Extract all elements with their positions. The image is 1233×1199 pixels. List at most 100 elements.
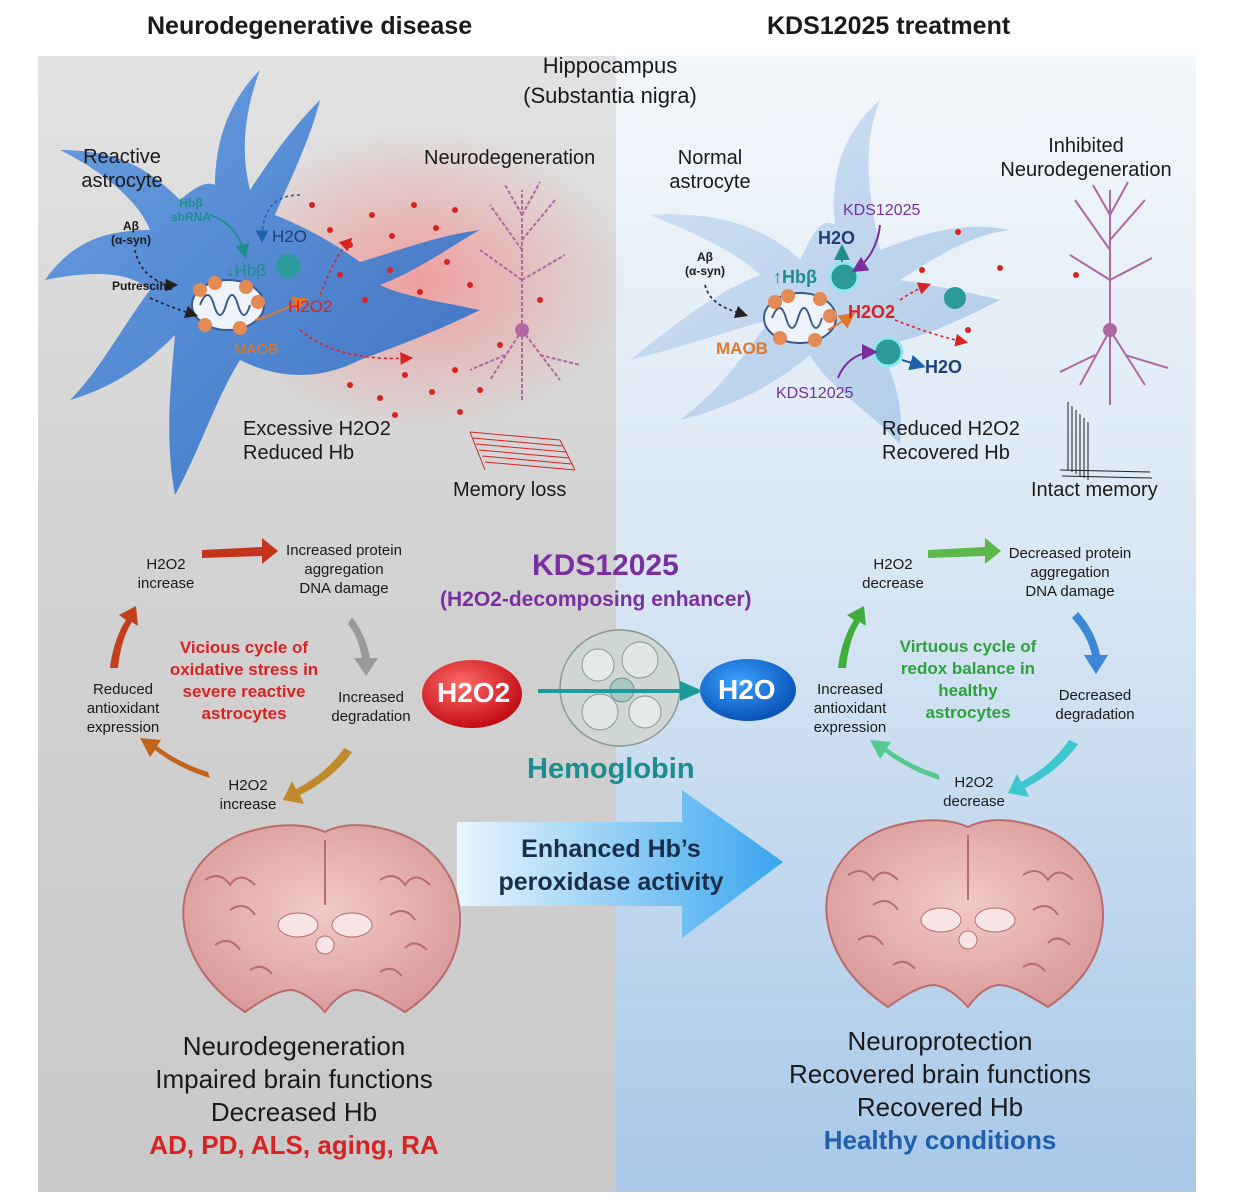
cycle-left-increased-degradation: Increased degradation: [326, 688, 416, 726]
region-label: Hippocampus (Substantia nigra): [510, 51, 710, 111]
abeta-arrow: [134, 249, 179, 292]
cr-r-2: degradation: [1055, 706, 1135, 723]
h2o-ball: [700, 659, 796, 721]
normal-line-1: Normal: [677, 147, 743, 169]
kds-arrow-top: [851, 224, 881, 273]
h2o-ball-label: H2O: [718, 674, 776, 705]
normal-line-2: astrocyte: [669, 171, 751, 193]
hemoglobin-label: Hemoglobin: [527, 753, 695, 785]
cl-r-2: degradation: [331, 708, 411, 725]
cycle-right-protein-aggregation: Decreased protein aggregation DNA damage: [998, 544, 1142, 601]
cr-l-1: Increased: [817, 681, 883, 698]
mitochondrion-left: [191, 276, 265, 335]
neurodegeneration-label: Neurodegeneration: [424, 147, 596, 169]
intact-memory-trace: [1059, 402, 1153, 480]
right-title: KDS12025 treatment: [767, 12, 1011, 40]
h2o-dotted-arrow: [255, 194, 301, 244]
cycle-left-h2o2-increase-bottom: H2O2 increase: [210, 776, 286, 814]
vicious-line-2: oxidative stress in: [169, 660, 319, 679]
h2o-label-right: H2O: [925, 357, 963, 377]
inhibited-line-2: Neurodegeneration: [1000, 159, 1172, 181]
cl-b-1: H2O2: [228, 777, 268, 794]
brain-left: [182, 824, 461, 1014]
asyn-text-right: (α-syn): [684, 264, 726, 278]
recovered-hb-line: Recovered Hb: [882, 442, 1010, 464]
excessive-h2o2-label: Excessive H2O2 Reduced Hb: [243, 417, 391, 465]
left-outcome-1: Neurodegeneration: [182, 1031, 406, 1061]
hbb-up-label: ↑Hbβ: [773, 267, 817, 287]
hbb-down-label: ↓Hbβ: [226, 261, 267, 280]
abeta-text-right: Aβ: [697, 250, 713, 264]
reactive-astrocyte-label: Reactive astrocyte: [72, 145, 172, 193]
abeta-label-right: Aβ (α-syn): [680, 250, 730, 278]
reduced-h2o2-line: Reduced H2O2: [882, 418, 1020, 440]
h2o2-dots-right: [919, 229, 1079, 333]
hemoglobin-icon-right-1: [828, 261, 860, 293]
maob-arrow-right: [827, 312, 856, 331]
maob-h2o2-arrow: [254, 296, 309, 321]
h2o2-out-arrow-1: [319, 237, 353, 296]
memory-loss-trace: [469, 431, 576, 471]
virtuous-cycle-arrows: [838, 538, 1108, 797]
inhibited-neurodegeneration-label: Inhibited Neurodegeneration: [998, 134, 1174, 182]
kds-main-label: KDS12025: [532, 549, 679, 582]
kds-subtitle: (H2O2-decomposing enhancer): [440, 588, 752, 611]
memory-loss-label: Memory loss: [453, 479, 567, 501]
hbb-shrna-line-1: Hbβ: [179, 196, 203, 210]
cl-b-2: increase: [219, 796, 277, 813]
cr-tl-2: decrease: [862, 575, 924, 592]
cycle-left-reduced-antioxidant: Reduced antioxidant expression: [80, 680, 166, 737]
normal-astrocyte-label: Normal astrocyte: [660, 146, 760, 194]
h2o2-dots-left: [309, 202, 543, 418]
hbb-shrna-label: Hbβ shRNA: [168, 196, 214, 224]
h2o-right-arrow: [901, 354, 926, 371]
cr-tr-2: aggregation: [1030, 564, 1110, 581]
cl-l-3: expression: [86, 719, 160, 736]
cr-tl-1: H2O2: [873, 556, 913, 573]
neuron-soma-right: [1103, 323, 1117, 337]
cr-tr-1: Decreased protein: [1008, 545, 1132, 562]
abeta-arrow-right: [704, 284, 749, 319]
virtuous-line-4: astrocytes: [925, 703, 1011, 722]
right-outcome-healthy: Healthy conditions: [823, 1125, 1057, 1155]
intact-memory-label: Intact memory: [1031, 479, 1158, 501]
cl-r-1: Increased: [338, 689, 404, 706]
region-line-2: (Substantia nigra): [523, 83, 697, 108]
h2o2-label-left: H2O2: [288, 297, 333, 316]
cr-l-2: antioxidant: [813, 700, 887, 717]
cycle-left-protein-aggregation: Increased protein aggregation DNA damage: [276, 541, 412, 598]
virtuous-line-2: redox balance in: [900, 659, 1036, 678]
putrescine-arrow: [149, 297, 199, 319]
cl-tl-1: H2O2: [146, 556, 186, 573]
h2o-label-top-right: H2O: [818, 228, 856, 248]
virtuous-cycle-label: Virtuous cycle of redox balance in healt…: [884, 636, 1052, 724]
kds-label-bottom: KDS12025: [776, 385, 854, 402]
h2o-label-left: H2O: [272, 227, 307, 246]
excessive-line: Excessive H2O2: [243, 418, 391, 440]
hemoglobin-icon-right-2: [872, 336, 904, 368]
vicious-line-1: Vicious cycle of: [179, 638, 309, 657]
cycle-left-h2o2-increase-top: H2O2 increase: [128, 555, 204, 593]
cl-l-1: Reduced: [92, 681, 154, 698]
right-outcome-block: Neuroprotection Recovered brain function…: [772, 1025, 1108, 1157]
cr-b-2: decrease: [943, 793, 1005, 810]
h2o2-ball-label: H2O2: [437, 677, 511, 708]
maob-label-right: MAOB: [716, 339, 768, 358]
vicious-line-4: astrocytes: [201, 704, 287, 723]
cl-tr-3: DNA damage: [299, 580, 389, 597]
neuron-soma-left: [515, 323, 529, 337]
h2o2-out-arrow-2: [299, 329, 414, 365]
h2o2-ball: [422, 660, 522, 728]
left-title: Neurodegenerative disease: [147, 12, 473, 40]
cycle-right-increased-antioxidant: Increased antioxidant expression: [806, 680, 894, 737]
virtuous-line-3: healthy: [938, 681, 998, 700]
cycle-right-h2o2-decrease-top: H2O2 decrease: [855, 555, 931, 593]
cr-r-1: Decreased: [1058, 687, 1132, 704]
vicious-line-3: severe reactive: [182, 682, 306, 701]
cr-b-1: H2O2: [954, 774, 994, 791]
h2o2-label-right: H2O2: [848, 302, 896, 322]
cl-l-2: antioxidant: [86, 700, 160, 717]
maob-label-left: MAOB: [234, 341, 279, 358]
conversion-arrow: [538, 680, 703, 702]
